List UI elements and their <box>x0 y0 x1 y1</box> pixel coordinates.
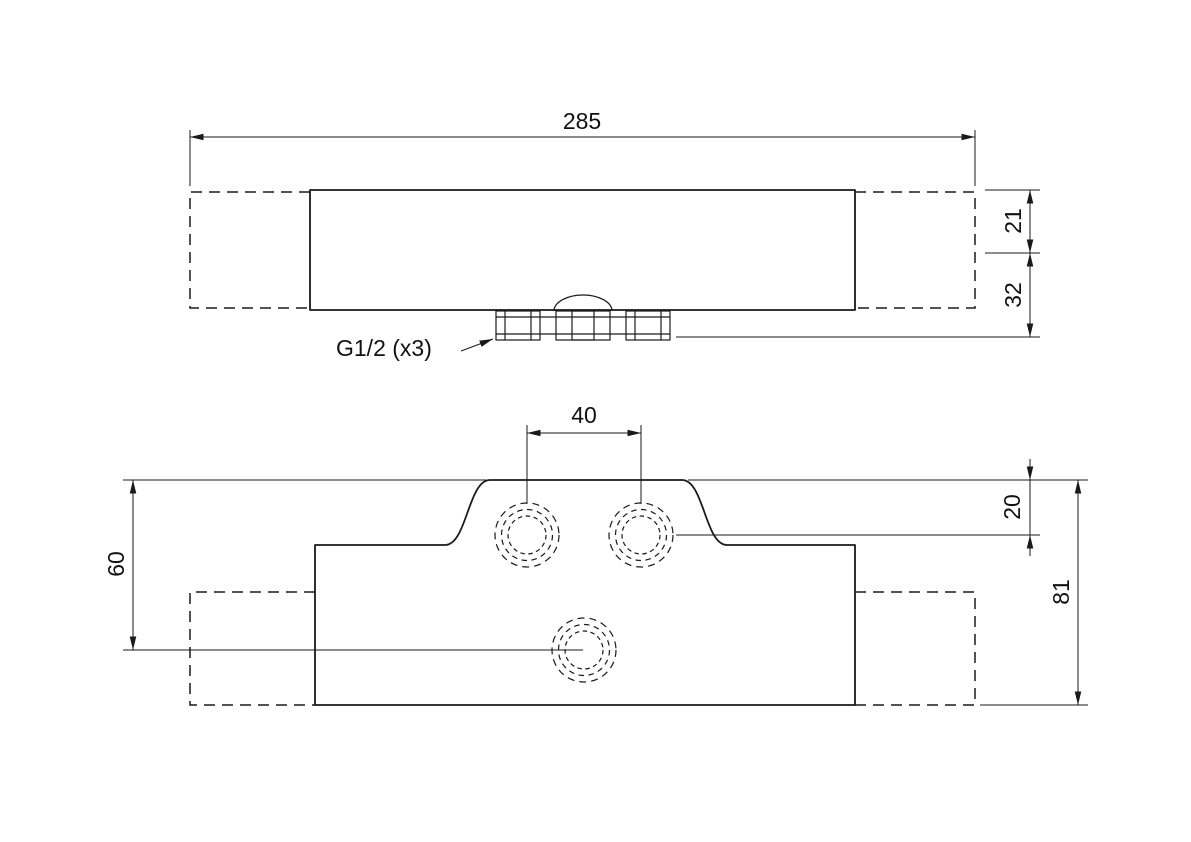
outlet-dome <box>553 294 613 312</box>
supply-pipe-left-plan <box>189 591 315 706</box>
hole-inner-circle <box>507 515 547 555</box>
lower-height-dim-label: 32 <box>1000 282 1026 308</box>
dimension-overall-width: 285 <box>189 108 976 186</box>
valve-body-front <box>309 189 856 311</box>
supply-pipe-right-plan <box>855 591 976 706</box>
threaded-hole-top-left <box>494 502 560 568</box>
valve-body-plan <box>314 479 856 706</box>
dimension-upper-height: 21 <box>985 189 1040 254</box>
dimension-hole-spacing: 40 <box>526 402 642 504</box>
outlet-nut-right <box>625 310 671 341</box>
hole-outer-circle <box>608 502 674 568</box>
thread-callout: G1/2 (x3) <box>336 335 494 361</box>
threaded-hole-top-right <box>608 502 674 568</box>
outlet-nut-center <box>555 310 611 341</box>
supply-pipe-right-front <box>855 191 976 309</box>
leader-line <box>460 338 494 352</box>
hole-inner-circle <box>621 515 661 555</box>
hole-mid-circle <box>614 508 668 562</box>
front-view: 285 21 32 G1/2 (x3) <box>189 108 1040 361</box>
hole-mid-circle <box>500 508 554 562</box>
upper-height-dim-label: 21 <box>1000 208 1026 234</box>
outlet-fitting <box>495 294 671 341</box>
overall-depth-dim-label: 81 <box>1048 579 1074 605</box>
plan-view: 40 20 60 81 <box>103 402 1088 706</box>
outlet-nut-left <box>495 310 541 341</box>
bottom-hole-dim-label: 60 <box>103 551 129 577</box>
outlet-center-port <box>571 310 595 341</box>
hole-mid-circle <box>557 623 611 677</box>
dimension-overall-depth: 81 <box>980 480 1088 706</box>
hole-offset-dim-label: 20 <box>999 494 1025 520</box>
supply-pipe-left-front <box>189 191 310 309</box>
hole-spacing-dim-label: 40 <box>571 402 597 428</box>
dimension-bottom-hole-offset: 60 <box>103 479 583 651</box>
dimension-lower-height: 32 <box>676 253 1040 338</box>
dimension-hole-offset: 20 <box>676 459 1088 556</box>
hole-outer-circle <box>494 502 560 568</box>
overall-width-dim-label: 285 <box>563 108 601 134</box>
thread-callout-label: G1/2 (x3) <box>336 335 432 361</box>
